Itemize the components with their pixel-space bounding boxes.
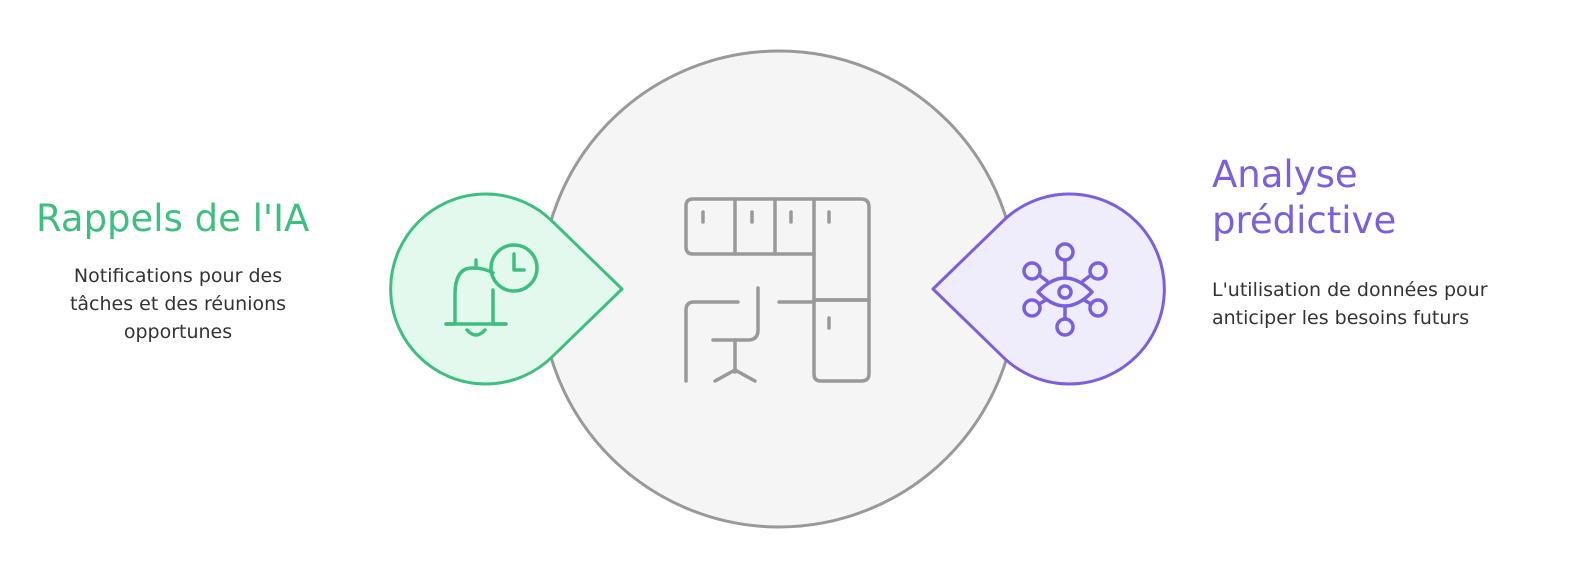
right-title: Analyse prédictive [1212, 152, 1572, 244]
right-teardrop-shape [931, 192, 1166, 386]
left-description-line: Notifications pour des [73, 265, 283, 287]
right-title-line: Analyse [1212, 153, 1358, 196]
office-layout-icon [684, 197, 871, 383]
right-description-line: anticiper les besoins futurs [1212, 307, 1470, 329]
left-title: Rappels de l'IA [36, 197, 310, 240]
right-title-line: prédictive [1212, 199, 1397, 242]
right-description: L'utilisation de données pour anticiper … [1212, 276, 1572, 332]
right-description-line: L'utilisation de données pour [1212, 279, 1488, 301]
left-description-line: tâches et des réunions [69, 293, 287, 315]
left-description-line: opportunes [123, 321, 233, 343]
eye-network-icon [1022, 242, 1108, 337]
left-description: Notifications pour des tâches et des réu… [0, 262, 356, 346]
bell-clock-icon [444, 243, 539, 337]
